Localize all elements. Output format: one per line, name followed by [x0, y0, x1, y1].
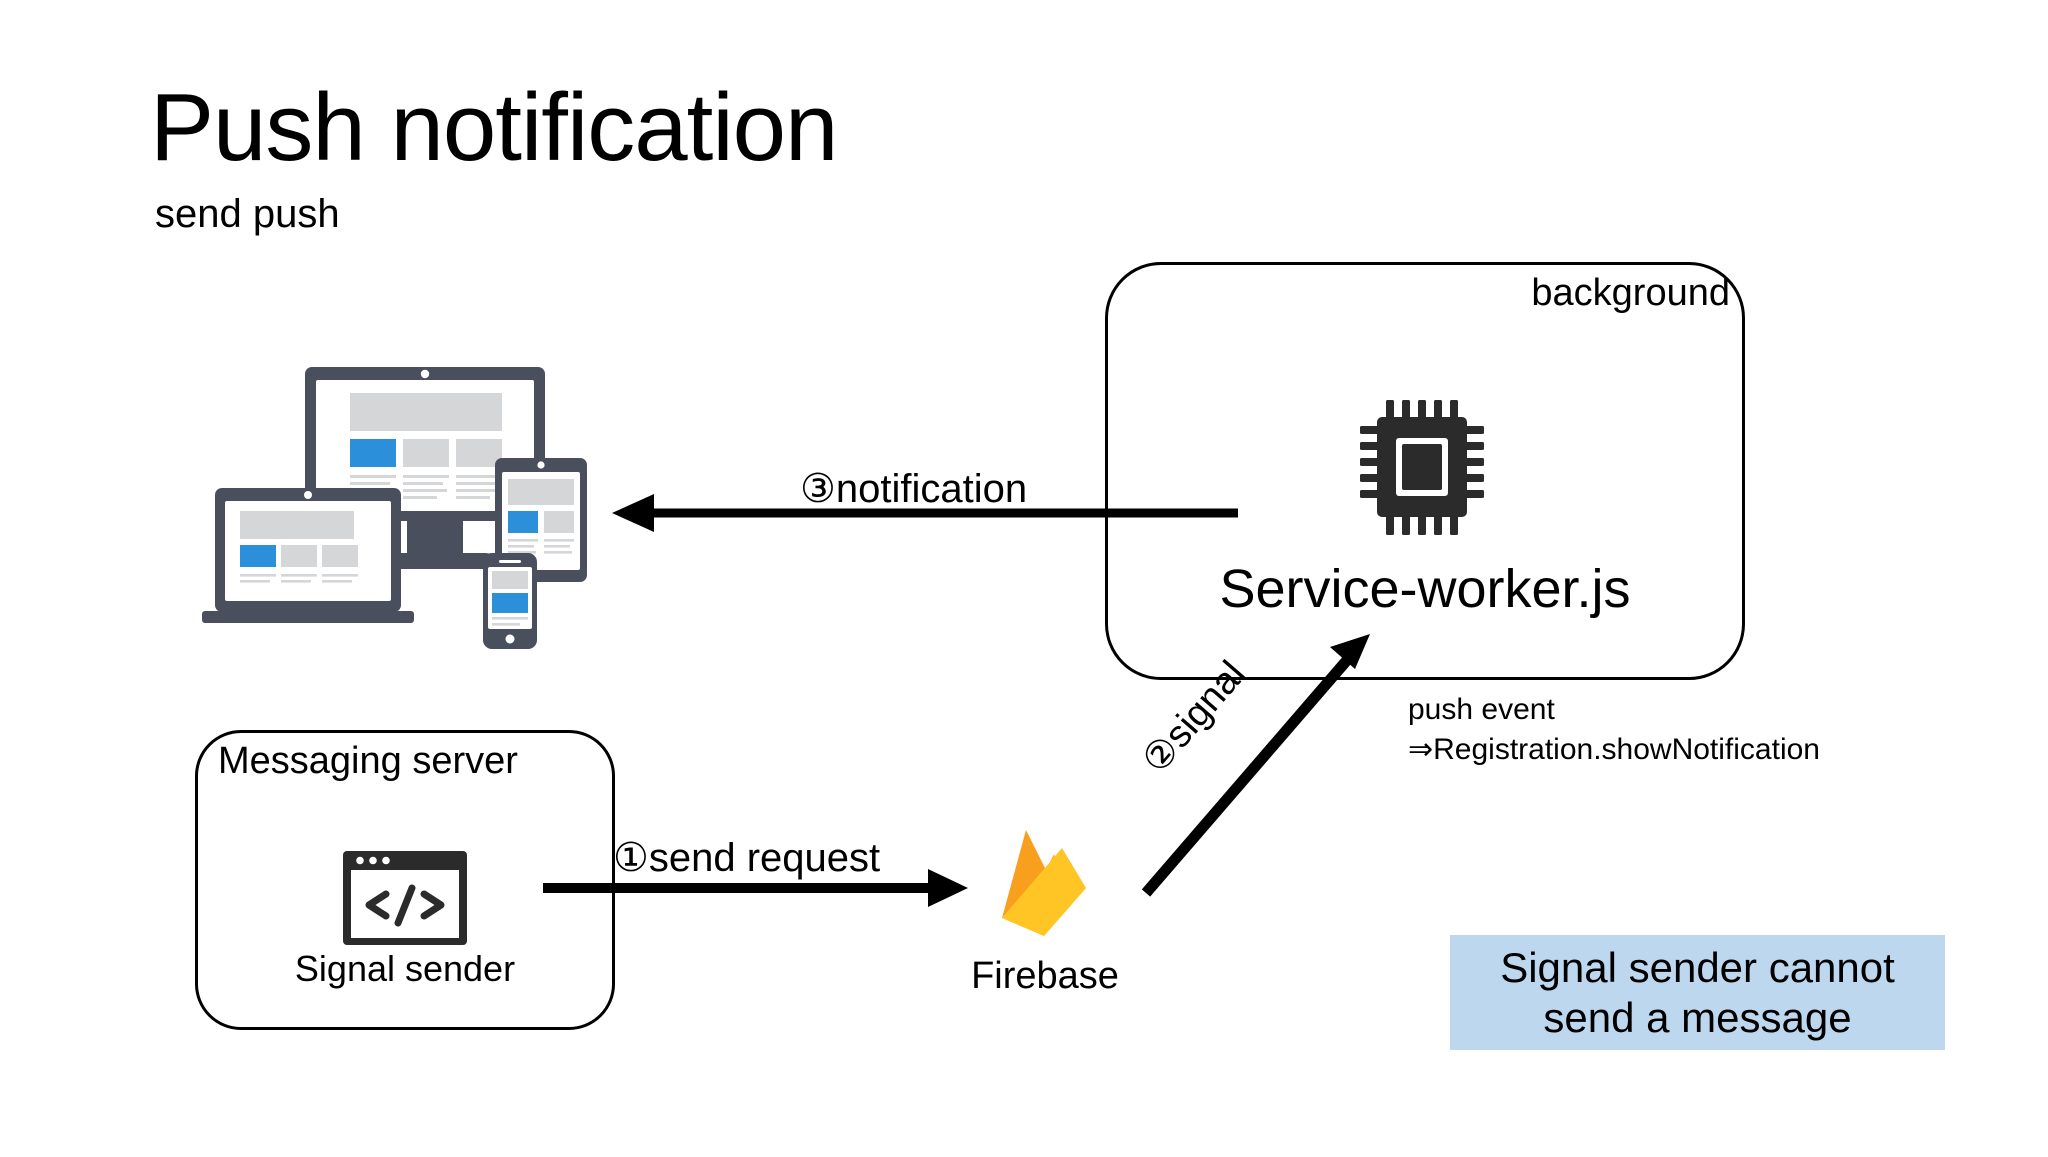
- callout-line-2: send a message: [1543, 993, 1852, 1041]
- callout-text: Signal sender cannot send a message: [1500, 943, 1895, 1042]
- cpu-chip-icon: [1360, 400, 1490, 535]
- push-event-note: push event ⇒Registration.showNotificatio…: [1408, 690, 1820, 769]
- signal-sender-label: Signal sender: [294, 948, 516, 989]
- page-title: Push notification: [150, 74, 838, 181]
- push-event-line-1: push event: [1408, 693, 1555, 726]
- callout-line-1: Signal sender cannot: [1500, 943, 1895, 991]
- arrow-label-notification: ③notification: [800, 467, 1028, 511]
- laptop-icon: [202, 488, 414, 623]
- arrow-label-send-request: ①send request: [613, 836, 881, 880]
- code-window-icon: [340, 848, 470, 948]
- smartphone-icon: [483, 553, 537, 649]
- push-event-line-2: ⇒Registration.showNotification: [1408, 732, 1820, 766]
- page-subtitle: send push: [155, 192, 340, 236]
- background-label: background: [1531, 272, 1730, 314]
- messaging-server-title: Messaging server: [218, 740, 518, 782]
- tablet-icon: [495, 458, 587, 582]
- messaging-server-container: [195, 730, 615, 1030]
- firebase-flame-icon: [992, 822, 1096, 942]
- callout-box: Signal sender cannot send a message: [1450, 935, 1945, 1050]
- background-container: [1105, 262, 1745, 680]
- responsive-devices-illustration: [185, 355, 605, 660]
- desktop-monitor-icon: [305, 367, 545, 569]
- service-worker-label: Service-worker.js: [1219, 559, 1631, 619]
- firebase-label: Firebase: [971, 955, 1119, 997]
